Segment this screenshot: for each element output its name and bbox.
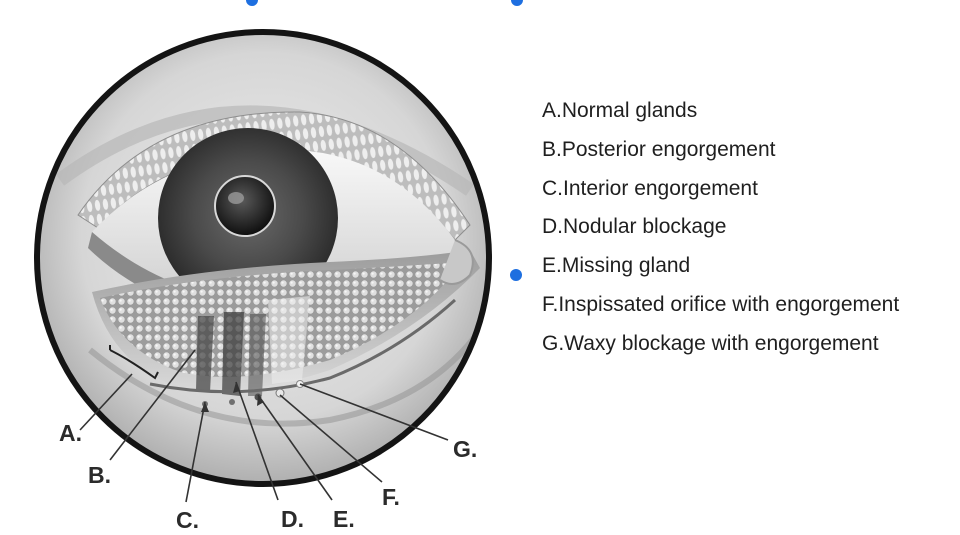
selection-handle-top-left[interactable] [246, 0, 258, 6]
callout-f: F. [382, 484, 400, 510]
callout-d: D. [281, 506, 304, 532]
legend-item-a: A.Normal glands [542, 99, 698, 122]
legend-item-e: E.Missing gland [542, 254, 691, 278]
legend-item-f: F.Inspissated orifice with engorgement [542, 292, 900, 316]
magnifier-ring [34, 29, 492, 487]
selection-handle-right[interactable] [510, 269, 522, 281]
magnified-eye-view [37, 32, 489, 484]
leader-lines [79, 349, 449, 503]
callout-a: A. [59, 420, 82, 446]
callout-e: E. [333, 506, 355, 532]
legend: A.Normal glands B.Posterior engorgement … [542, 92, 899, 364]
legend-item-d: D.Nodular blockage [542, 215, 727, 239]
pupil [214, 175, 276, 237]
legend-item-c: C.Interior engorgement [542, 176, 758, 200]
legend-item-g: G.Waxy blockage with engorgement [542, 331, 879, 355]
pupil-highlight [228, 192, 244, 204]
callout-g: G. [453, 436, 477, 462]
callout-c: C. [176, 507, 199, 533]
selection-handle-top-right[interactable] [511, 0, 523, 6]
callout-b: B. [88, 462, 111, 488]
normal-glands-bracket [109, 345, 159, 380]
legend-item-b: B.Posterior engorgement [542, 137, 776, 161]
